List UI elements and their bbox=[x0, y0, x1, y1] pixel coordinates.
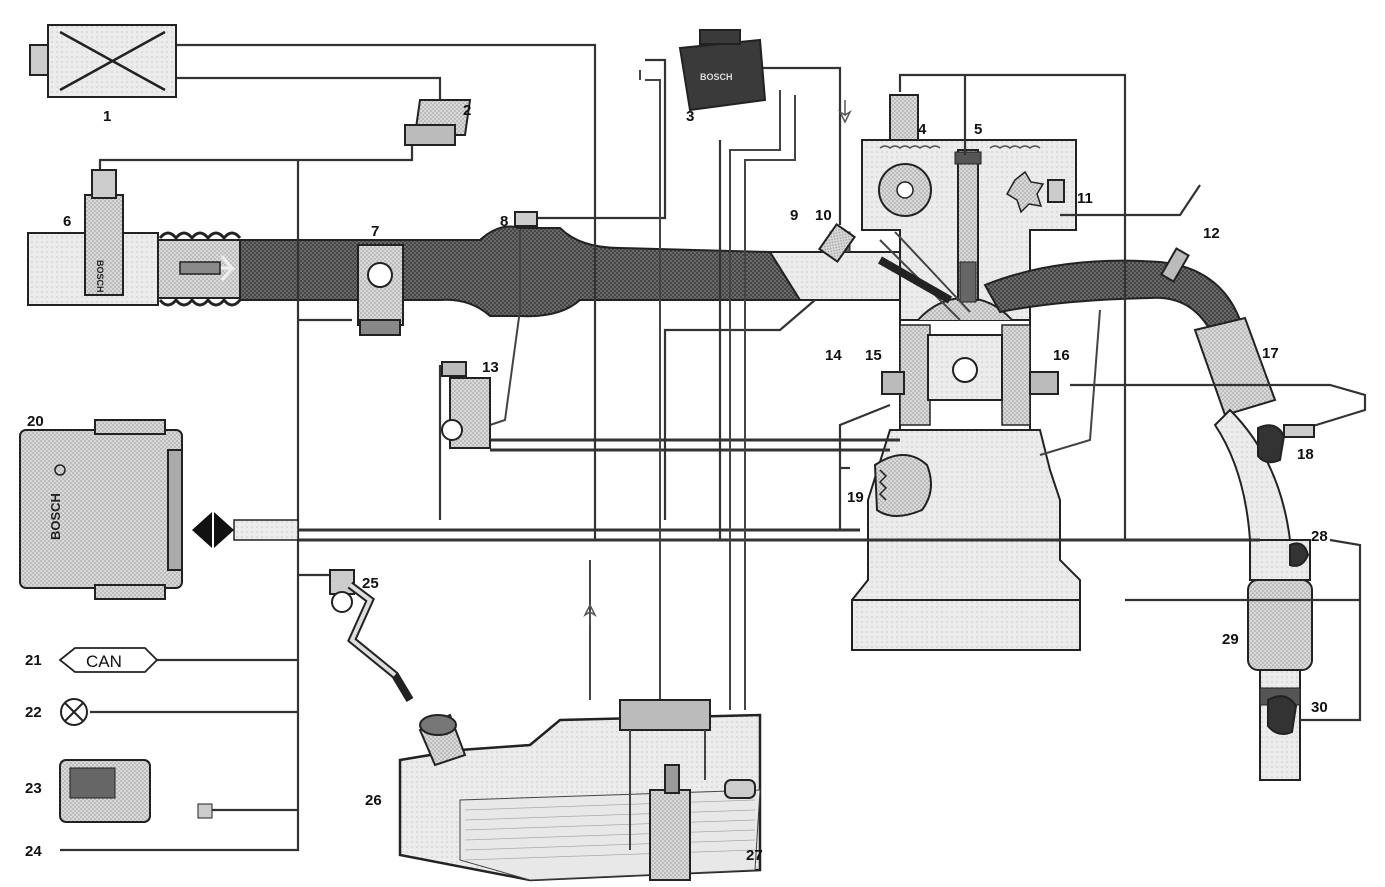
component-13-egr-valve bbox=[441, 361, 491, 449]
label-22: 22 bbox=[25, 704, 42, 721]
catalytic-converter-1 bbox=[1193, 316, 1277, 417]
label-24: 24 bbox=[25, 843, 42, 860]
label-15: 15 bbox=[865, 347, 882, 364]
flow-arrow-up-icon bbox=[583, 603, 597, 625]
component-23-immobilizer bbox=[59, 759, 213, 823]
callout-labels: 1 2 3 4 5 6 7 8 9 10 11 12 13 14 15 16 1… bbox=[25, 102, 1328, 864]
component-20-ecu: BOSCH bbox=[19, 419, 183, 600]
label-17: 17 bbox=[1262, 345, 1279, 362]
label-20: 20 bbox=[27, 413, 44, 430]
flow-arrow-down-icon bbox=[838, 100, 852, 124]
label-4: 4 bbox=[918, 121, 927, 138]
label-23: 23 bbox=[25, 780, 42, 797]
component-12-lambda-sensor-1 bbox=[1160, 247, 1190, 283]
label-30: 30 bbox=[1311, 699, 1328, 716]
component-25-accelerator-pedal bbox=[329, 569, 414, 703]
component-3-canister-purge-valve: BOSCH bbox=[678, 29, 767, 112]
component-11-camshaft-sensor bbox=[1047, 179, 1065, 203]
camshaft-exhaust-icon bbox=[1005, 170, 1045, 214]
label-7: 7 bbox=[371, 223, 379, 240]
component-7-throttle-device bbox=[357, 244, 404, 336]
arrow-right-icon bbox=[214, 512, 234, 548]
intake-duct bbox=[27, 225, 922, 318]
label-5: 5 bbox=[974, 121, 982, 138]
ignition-coil bbox=[954, 149, 982, 303]
diagnostic-arrows bbox=[192, 512, 299, 548]
label-25: 25 bbox=[362, 575, 379, 592]
component-2-pressure-sensor bbox=[404, 99, 472, 146]
component-8-intake-temp-sensor bbox=[514, 211, 538, 227]
component-10-injector bbox=[817, 223, 857, 263]
component-15-knock-sensor bbox=[881, 371, 905, 395]
label-2: 2 bbox=[463, 102, 471, 119]
label-9: 9 bbox=[790, 207, 798, 224]
label-29: 29 bbox=[1222, 631, 1239, 648]
component-6-air-mass-meter: BOSCH bbox=[84, 169, 124, 296]
label-13: 13 bbox=[482, 359, 499, 376]
component-19-speed-sensor bbox=[873, 454, 932, 517]
label-18: 18 bbox=[1297, 446, 1314, 463]
arrow-left-icon bbox=[192, 512, 212, 548]
maf-brand-text: BOSCH bbox=[95, 260, 105, 293]
component-18-lambda-sensor-2 bbox=[1257, 424, 1315, 464]
label-26: 26 bbox=[365, 792, 382, 809]
label-21: 21 bbox=[25, 652, 42, 669]
label-1: 1 bbox=[103, 108, 111, 125]
label-12: 12 bbox=[1203, 225, 1220, 242]
wiring-harness bbox=[60, 43, 1367, 852]
component-4-knock-sensor-top bbox=[889, 94, 919, 141]
label-16: 16 bbox=[1053, 347, 1070, 364]
ecu-brand-text: BOSCH bbox=[48, 493, 63, 540]
component-27-fuel-pump bbox=[619, 699, 756, 881]
label-8: 8 bbox=[500, 213, 508, 230]
component-21-can-bus: CAN bbox=[58, 647, 159, 673]
label-14: 14 bbox=[825, 347, 842, 364]
component-16-temp-sensor bbox=[1029, 371, 1059, 395]
label-6: 6 bbox=[63, 213, 71, 230]
component-22-warning-lamp bbox=[60, 698, 88, 726]
label-10: 10 bbox=[815, 207, 832, 224]
component-30-lambda-sensor-4 bbox=[1267, 695, 1298, 735]
injector-body bbox=[878, 256, 952, 304]
label-3: 3 bbox=[686, 108, 694, 125]
label-28: 28 bbox=[1311, 528, 1328, 545]
catalytic-converter-2 bbox=[1247, 579, 1313, 671]
can-label: CAN bbox=[86, 652, 122, 671]
component-28-lambda-sensor-3 bbox=[1289, 542, 1310, 567]
label-11: 11 bbox=[1077, 190, 1093, 207]
component-1-canister bbox=[29, 24, 177, 98]
label-27: 27 bbox=[746, 847, 763, 864]
canister-brand-text: BOSCH bbox=[700, 72, 733, 82]
label-19: 19 bbox=[847, 489, 864, 506]
